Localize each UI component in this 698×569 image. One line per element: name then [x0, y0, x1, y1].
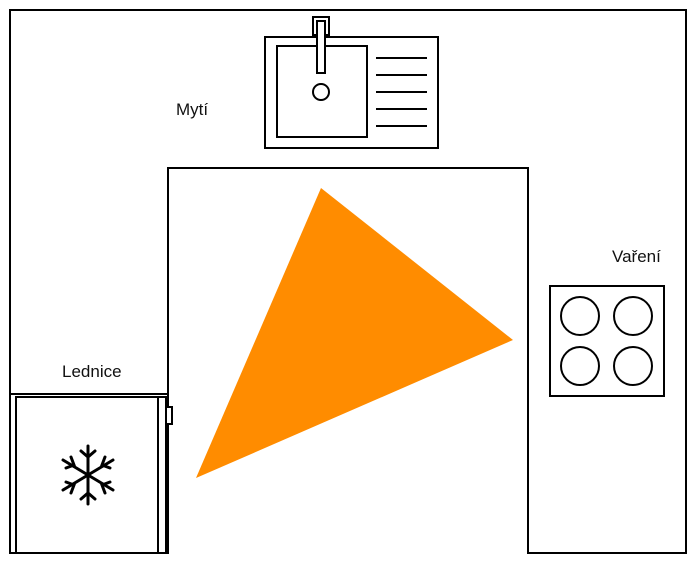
sink-label: Mytí — [176, 100, 209, 119]
fridge-icon — [9, 396, 173, 554]
stove-icon — [549, 285, 665, 397]
stove-label: Vaření — [612, 247, 661, 266]
snowflake-icon — [61, 444, 115, 506]
sink-icon — [264, 16, 439, 149]
fridge-label: Lednice — [62, 362, 122, 381]
work-triangle — [196, 188, 513, 478]
